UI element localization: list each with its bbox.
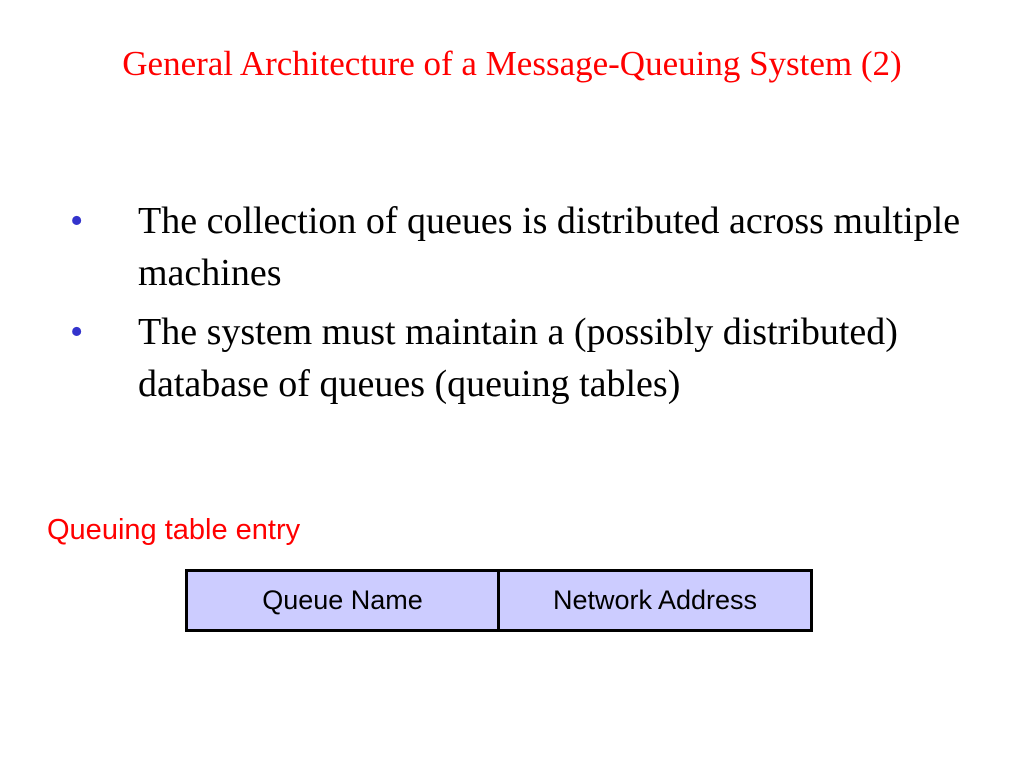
bullet-text: The system must maintain a (possibly dis… [138,311,898,405]
bullet-item: • The system must maintain a (possibly d… [68,306,988,410]
bullet-marker-icon: • [70,200,84,242]
bullet-marker-icon: • [70,311,84,353]
bullet-text: The collection of queues is distributed … [138,200,961,294]
queue-name-field: Queue Name [185,569,500,632]
bullet-list: • The collection of queues is distribute… [68,195,988,417]
table-caption: Queuing table entry [47,514,301,546]
slide-title: General Architecture of a Message-Queuin… [122,44,902,83]
queuing-table-entry: Queue Name Network Address [185,569,816,632]
bullet-item: • The collection of queues is distribute… [68,195,988,299]
network-address-field: Network Address [497,569,813,632]
